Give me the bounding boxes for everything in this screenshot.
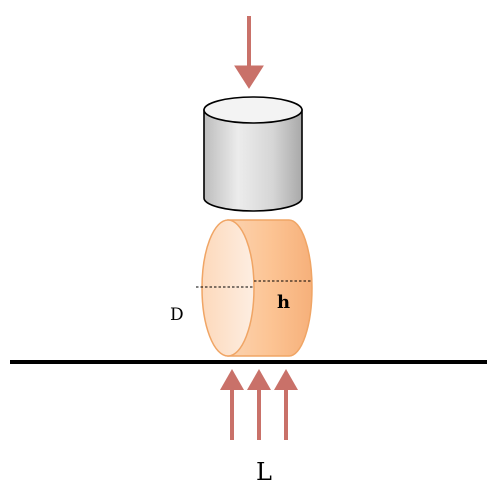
platen-cylinder bbox=[203, 96, 303, 212]
load-label: L bbox=[256, 458, 272, 485]
up-arrow-middle bbox=[247, 369, 271, 440]
sample-front-face bbox=[201, 219, 255, 357]
bottom-load-arrows bbox=[220, 369, 298, 440]
diameter-label: D bbox=[170, 305, 184, 325]
height-label: h bbox=[277, 292, 290, 313]
sample-disc bbox=[196, 219, 313, 357]
top-load-arrow bbox=[234, 16, 264, 89]
up-arrow-right bbox=[274, 369, 298, 440]
up-arrow-left bbox=[220, 369, 244, 440]
